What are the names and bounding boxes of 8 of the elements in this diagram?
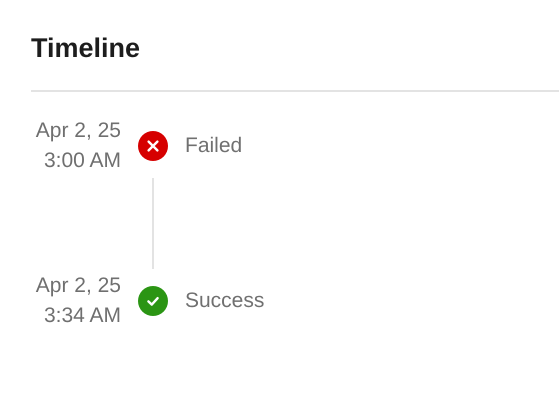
- timeline-connector: [152, 178, 154, 269]
- timestamp: Apr 2, 25 3:00 AM: [34, 118, 121, 174]
- timestamp: Apr 2, 25 3:34 AM: [34, 273, 121, 329]
- title: Timeline: [31, 35, 140, 62]
- check-circle-icon: [138, 286, 168, 316]
- status-label: Failed: [185, 133, 242, 159]
- status-label: Success: [185, 288, 264, 314]
- x-circle-icon: [138, 131, 168, 161]
